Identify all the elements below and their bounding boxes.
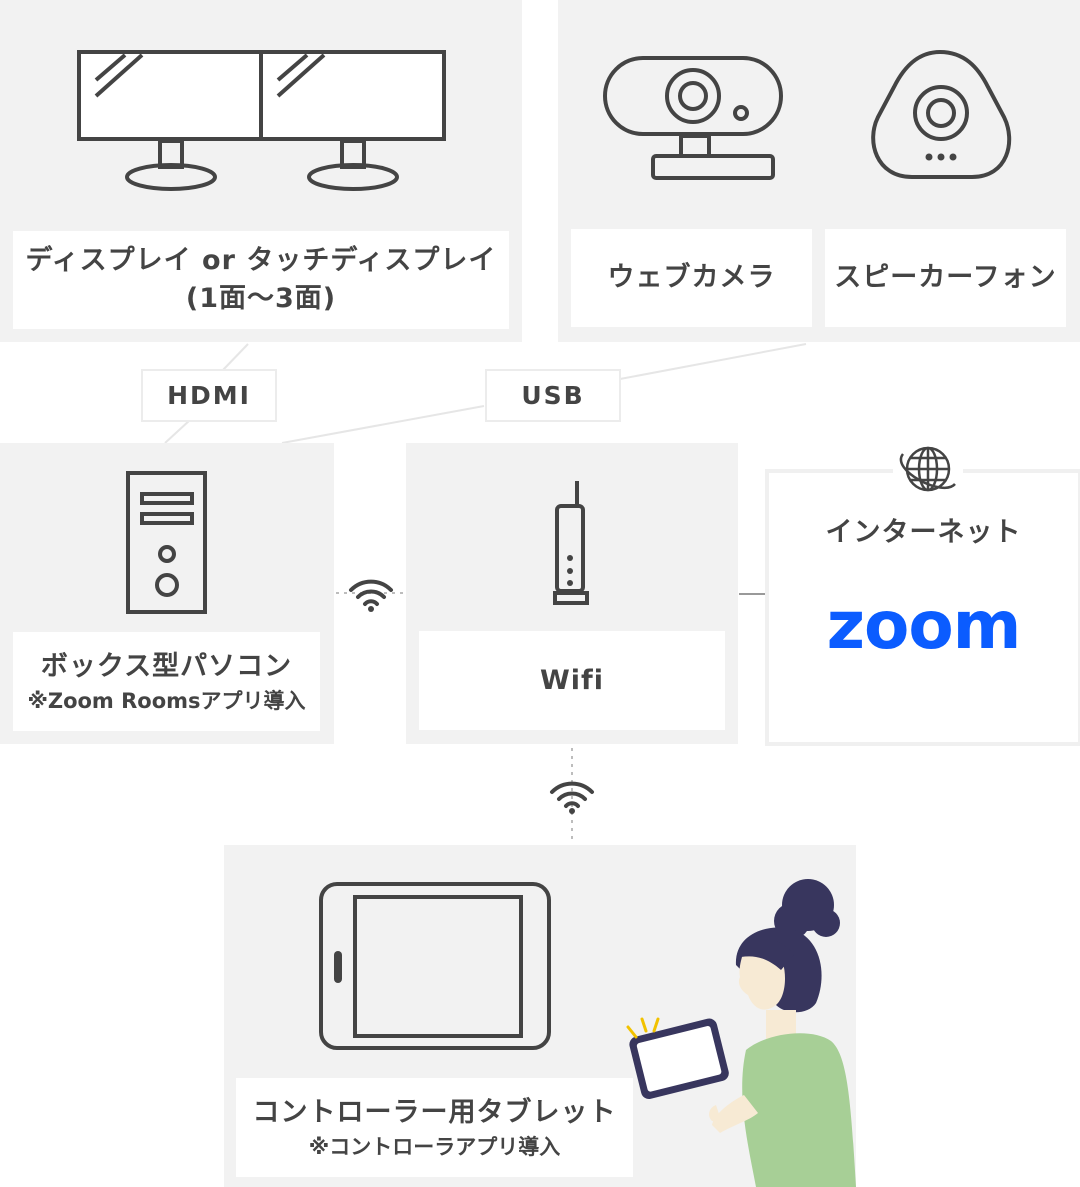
tower-pc-icon	[126, 471, 207, 614]
wifi-router-icon	[553, 481, 589, 605]
display-count: (1面〜3面)	[185, 283, 337, 314]
usb-label: USB	[485, 369, 621, 422]
tablet-note: ※コントローラアプリ導入	[308, 1134, 561, 1159]
tablet-label: コントローラー用タブレット	[252, 1096, 617, 1128]
router-panel: Wifi	[406, 443, 738, 744]
wifi-signal-icon	[349, 579, 393, 612]
wifi-signal-icon	[550, 781, 594, 814]
display-label: ディスプレイ or タッチディスプレイ	[25, 245, 497, 276]
hdmi-label: HDMI	[141, 369, 277, 422]
globe-icon	[899, 446, 956, 492]
pc-label-box: ボックス型パソコン ※Zoom Roomsアプリ導入	[13, 632, 320, 731]
router-label-box: Wifi	[419, 631, 725, 730]
router-label: Wifi	[539, 664, 605, 696]
webcam-label-box: ウェブカメラ	[571, 229, 812, 327]
speakerphone-label-box: スピーカーフォン	[825, 229, 1066, 327]
dual-monitor-icon	[77, 50, 446, 191]
speakerphone-label: スピーカーフォン	[834, 262, 1057, 293]
tablet-icon	[319, 882, 551, 1050]
internet-panel: インターネット zoom	[765, 469, 1080, 746]
pc-note: ※Zoom Roomsアプリ導入	[27, 688, 306, 713]
camera-speaker-panel: ウェブカメラ スピーカーフォン	[558, 0, 1080, 342]
zoom-logo: zoom	[826, 587, 1022, 664]
tablet-panel: コントローラー用タブレット ※コントローラアプリ導入	[224, 845, 856, 1187]
internet-label: インターネット	[825, 517, 1022, 548]
display-panel: ディスプレイ or タッチディスプレイ (1面〜3面)	[0, 0, 522, 342]
display-label-box: ディスプレイ or タッチディスプレイ (1面〜3面)	[13, 231, 509, 329]
pc-label: ボックス型パソコン	[40, 650, 293, 682]
webcam-label: ウェブカメラ	[607, 262, 776, 293]
person-illustration	[626, 879, 856, 1187]
webcam-icon	[603, 56, 783, 180]
pc-panel: ボックス型パソコン ※Zoom Roomsアプリ導入	[0, 443, 334, 744]
tablet-label-box: コントローラー用タブレット ※コントローラアプリ導入	[236, 1078, 633, 1177]
speakerphone-icon	[871, 49, 1012, 179]
